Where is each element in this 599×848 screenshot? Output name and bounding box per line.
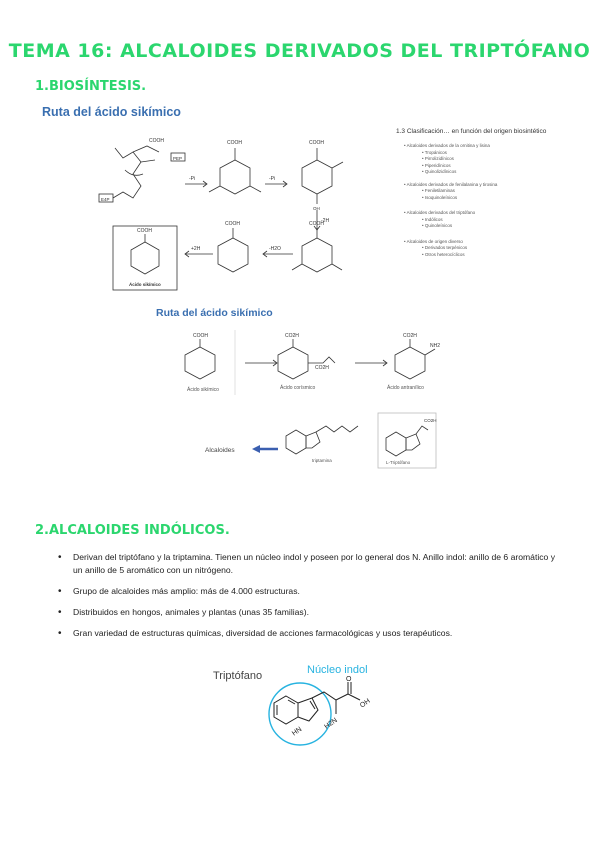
label-oh-trp: OH	[359, 698, 372, 710]
label-nucleo-indol: Núcleo indol	[307, 664, 368, 676]
indol-highlight-circle	[268, 682, 332, 746]
label-cooh-3: COOH	[309, 140, 324, 146]
bullet-list-container: Derivan del triptófano y la triptamina. …	[58, 551, 558, 648]
classification-list: • Alcaloides derivados de la ornitina y …	[396, 143, 596, 258]
bullet-item: Derivan del triptófano y la triptamina. …	[58, 551, 558, 577]
label-cooh-6: COOH	[137, 228, 152, 234]
label-oh: OH	[313, 206, 320, 211]
class-item: • Isoquinoleínicos	[422, 194, 458, 200]
label-shikimic-acid: Ácido sikímico	[129, 281, 161, 287]
subtitle-shikimic-route-top: Ruta del ácido sikímico	[42, 105, 181, 119]
shikimic-pathway-scheme: COOH PEP E4P -Pi -Pi -2H -H2O +2H COOH C…	[98, 138, 344, 291]
label-cooh: COOH	[149, 138, 164, 144]
label-minus2h: -2H	[321, 218, 329, 224]
tryptophan-alkaloids-scheme: Alcaloides triptamina CO2H L-Triptófano	[205, 412, 437, 469]
page-title: TEMA 16: ALCALOIDES DERIVADOS DEL TRIPTÓ…	[8, 40, 591, 62]
section-heading-indolicos: 2.ALCALOIDES INDÓLICOS.	[35, 523, 230, 538]
label-e4p: E4P	[101, 197, 110, 202]
class-item: • Feniletilaminas	[422, 188, 455, 193]
label-co2h-1: CO2H	[285, 333, 299, 339]
tryptophan-structure: HN H2N OH O	[268, 676, 372, 746]
section-heading-biosintesis: 1.BIOSÍNTESIS.	[35, 79, 147, 94]
class-item: • Derivados terpénicos	[422, 245, 468, 250]
classification-block: 1.3 Clasificación… en función del origen…	[396, 128, 596, 258]
class-group: • Alcaloides derivados de fenilalanina y…	[404, 181, 498, 187]
bullet-item: Grupo de alcaloides más amplio: más de 4…	[58, 585, 558, 598]
label-alkaloids: Alcaloides	[205, 447, 235, 454]
class-item: • Quinolizidínicos	[422, 169, 457, 174]
label-cooh-4: COOH	[309, 221, 324, 227]
label-minus-h2o: -H2O	[269, 246, 281, 252]
bullet-item: Distribuidos en hongos, animales y plant…	[58, 606, 558, 619]
bullet-list: Derivan del triptófano y la triptamina. …	[58, 551, 558, 640]
label-pep: PEP	[173, 156, 182, 161]
class-group: • Alcaloides de origen diverso	[404, 238, 463, 244]
class-group: • Alcaloides derivados del triptófano	[404, 210, 476, 215]
label-o-trp: O	[346, 676, 352, 683]
subtitle-shikimic-route-mid: Ruta del ácido sikímico	[156, 307, 273, 319]
class-item: • Pirrolizidínicos	[422, 156, 454, 161]
label-cooh-2: COOH	[227, 140, 242, 146]
label-chorismic: Ácido corísmico	[280, 384, 316, 391]
bullet-item: Gran variedad de estructuras químicas, d…	[58, 627, 558, 640]
label-co2h-trp: CO2H	[424, 418, 437, 423]
label-l-tryptophan: L-Triptófano	[386, 460, 411, 465]
label-nh2: NH2	[430, 343, 440, 349]
class-item: • Piperidínicos	[422, 162, 451, 168]
class-group: • Alcaloides derivados de la ornitina y …	[404, 143, 490, 148]
label-triptofano: Triptófano	[213, 670, 263, 682]
label-anthranilic: Ácido antranílico	[387, 384, 424, 391]
class-item: • Quinoleínicos	[422, 223, 453, 228]
label-shikimic-mid: Ácido sikímico	[187, 386, 219, 393]
class-item: • Tropánicos	[422, 149, 447, 155]
class-item: • Otros heterocíclicos	[422, 251, 465, 257]
label-co2h-3: CO2H	[403, 333, 417, 339]
label-pi-1: -Pi	[189, 176, 195, 182]
label-pi-2: -Pi	[269, 176, 275, 182]
label-cooh-5: COOH	[225, 221, 240, 227]
classification-title: 1.3 Clasificación… en función del origen…	[396, 128, 547, 135]
label-hn: HN	[291, 726, 303, 738]
label-cooh-mid: COOH	[193, 333, 208, 339]
label-h2n: H2N	[323, 717, 338, 731]
label-co2h-2: CO2H	[315, 365, 329, 371]
label-plus2h: +2H	[191, 246, 201, 252]
label-tryptamine: triptamina	[312, 458, 332, 463]
chorismic-anthranilic-scheme: COOH Ácido sikímico CO2H CO2H Ácido corí…	[184, 330, 440, 395]
class-item: • Indólicos	[422, 216, 443, 222]
